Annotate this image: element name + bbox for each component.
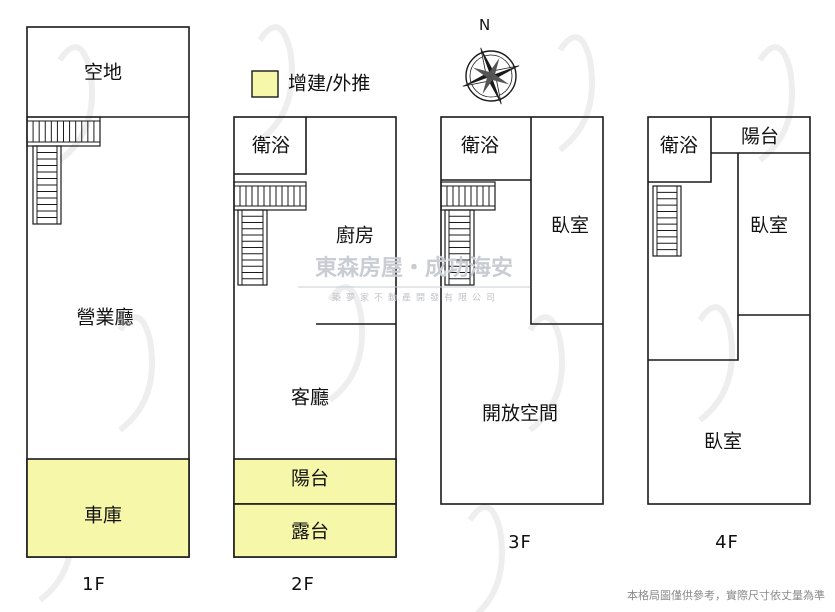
floor-3f-outline [440,116,604,505]
compass-rose-icon: N [462,16,520,105]
floor-3f-bedroom-wall [530,180,603,325]
floor-2f-staircase [233,181,307,286]
floor-4f-outline [647,116,811,505]
floor-label-1f: 1F [82,574,106,595]
watermark-subtitle: 築夢家不動產開發有限公司 [332,292,500,304]
room-label-vacant-lot: 空地 [84,62,122,84]
floor-2f-bathroom-wall [234,117,307,175]
room-label-bathroom-2f: 衛浴 [252,135,290,157]
floor-4f-bathroom-wall [648,117,712,183]
floor-1f: 空地 營業廳 車庫 1F [26,26,190,595]
floor-2f: 衛浴 廚房 客廳 陽台 露台 2F [233,116,397,595]
legend-swatch [251,70,279,98]
floor-1f-staircase [26,116,101,225]
legend: 增建/外推 [251,70,370,98]
floor-4f-stair-wall [648,315,739,361]
room-label-balcony-2f: 陽台 [291,468,329,490]
room-label-living-room: 客廳 [291,387,329,409]
room-label-garage: 車庫 [84,505,122,527]
floor-2f-balcony-extension [233,458,397,505]
room-label-business-hall: 營業廳 [76,307,133,329]
floor-label-3f: 3F [508,532,532,553]
floor-3f: 衛浴 臥室 開放空間 3F [440,116,604,553]
room-label-bathroom-3f: 衛浴 [461,135,499,157]
floor-1f-garage-extension [26,458,190,558]
floor-4f-staircase [652,185,682,257]
room-label-balcony-4f: 陽台 [741,126,779,148]
disclaimer-note: 本格局圖僅供參考，實際尺寸依丈量為準 [627,588,825,602]
compass-north-label: N [479,16,490,34]
watermark: 東森房屋・成功海安 築夢家不動產開發有限公司 [298,255,530,304]
floor-4f: 衛浴 陽台 臥室 臥室 4F [647,116,811,553]
room-label-kitchen: 廚房 [336,224,374,247]
room-label-bathroom-4f: 衛浴 [660,135,698,157]
floor-label-4f: 4F [715,532,739,553]
floor-label-2f: 2F [291,574,315,595]
room-label-bedroom-4f-lower: 臥室 [704,431,742,453]
room-label-terrace: 露台 [291,521,329,543]
watermark-title: 東森房屋・成功海安 [315,255,513,281]
room-label-open-space: 開放空間 [482,403,558,425]
legend-label: 增建/外推 [288,73,370,95]
room-label-bedroom-4f-upper: 臥室 [750,215,788,237]
room-label-bedroom-3f: 臥室 [551,215,589,237]
floor-3f-staircase [440,181,496,286]
floor-2f-terrace-extension [233,503,397,558]
